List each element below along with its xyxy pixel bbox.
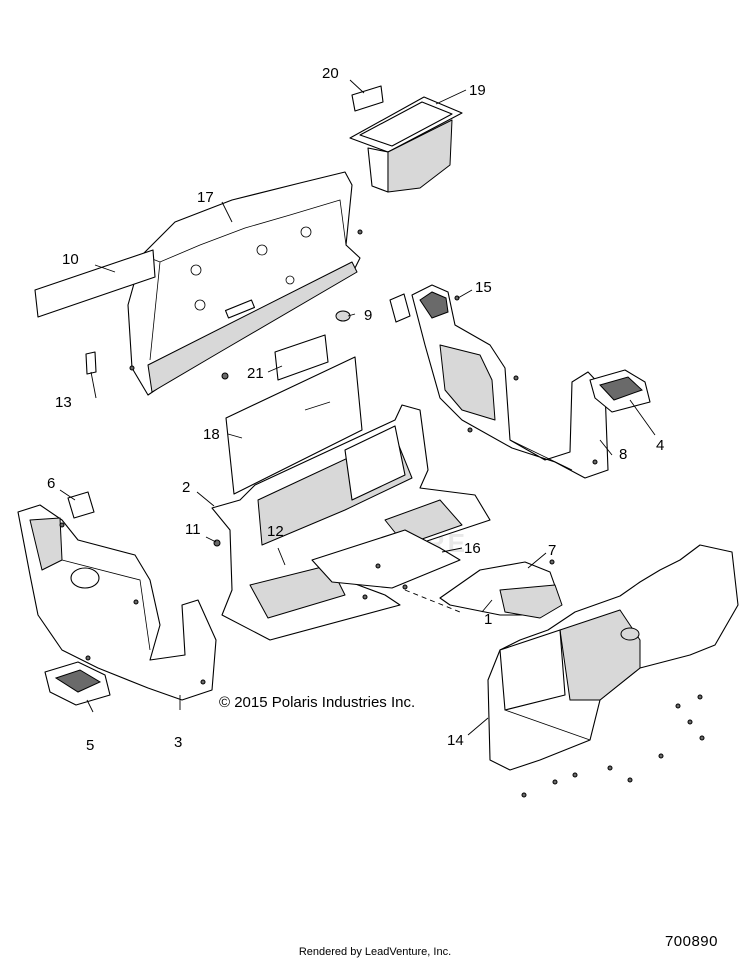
callout-3: 3 [174,734,182,751]
leader-lines [59,79,656,736]
callout-6: 6 [47,475,55,492]
part-8-right-side-panel [411,284,609,479]
part-3-left-side-panel [17,504,217,701]
callout-4: 4 [656,437,664,454]
callout-1: 1 [484,611,492,628]
part-16-floor-insert [311,529,461,589]
callout-18: 18 [203,426,220,443]
part-4-footrest [589,369,651,413]
callout-2: 2 [182,479,190,496]
part-19-storage-bin [349,96,463,193]
callout-8: 8 [619,446,627,463]
fasteners [59,229,705,798]
part-14-front-floor [487,544,739,771]
callout-11: 11 [185,521,201,538]
part-9-grommet [335,310,351,322]
part-2-center-floor [211,404,491,641]
part-10-decal [34,249,156,318]
part-15-clip [389,293,411,323]
part-1-floor-cover [439,561,563,619]
diagram-number: 700890 [664,933,718,950]
callout-labels: 20 19 17 10 15 9 21 13 18 4 8 6 2 11 12 … [47,65,664,754]
callout-19: 19 [469,82,486,99]
part-18-decal [225,356,363,495]
footer-credit: Rendered by LeadVenture, Inc. [298,946,452,958]
copyright-text: © 2015 Polaris Industries Inc. [219,694,416,711]
part-20-label [351,85,384,112]
callout-15: 15 [475,279,492,296]
assembly-line [404,589,461,613]
callout-13: 13 [55,394,72,411]
callout-12: 12 [267,523,284,540]
callout-5: 5 [86,737,94,754]
callout-10: 10 [62,251,79,268]
callout-7: 7 [548,542,556,559]
part-21-decal [274,334,329,381]
callout-14: 14 [447,732,464,749]
part-13-decal [85,351,97,375]
callout-21: 21 [247,365,264,382]
part-17-rear-panel [127,171,361,396]
callout-16: 16 [464,540,481,557]
callout-9: 9 [364,307,372,324]
callout-20: 20 [322,65,339,82]
part-6-clip [67,491,95,519]
callout-17: 17 [197,189,214,206]
part-5-footrest [44,661,111,706]
